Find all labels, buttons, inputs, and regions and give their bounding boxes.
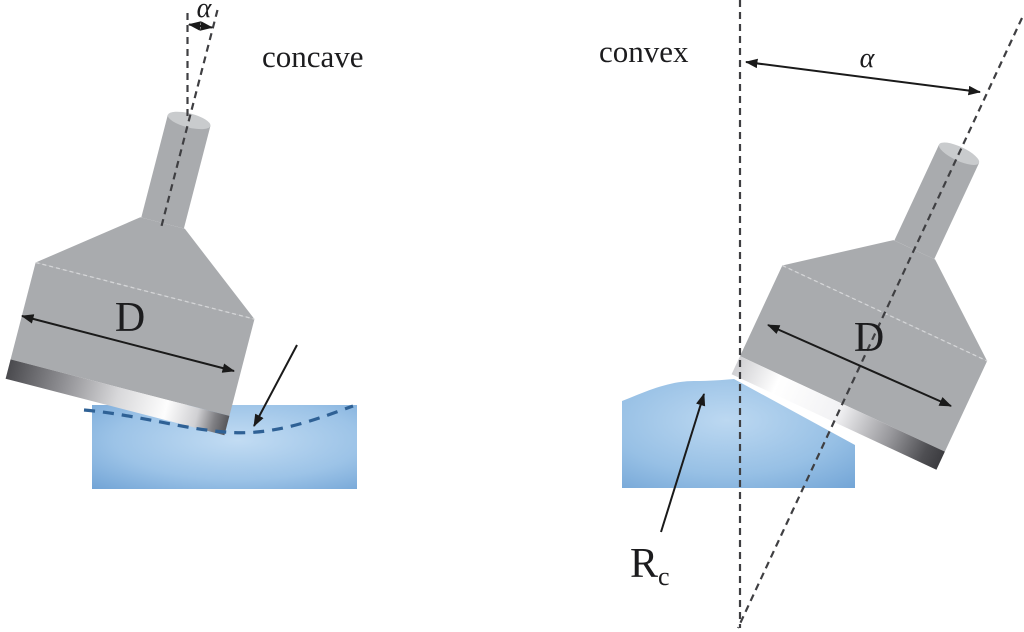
- left-alpha-angle-arrow: [188, 21, 213, 31]
- right-diameter-arrow: [767, 324, 952, 407]
- left-tool-shaft: [141, 114, 211, 229]
- left-tool-face-band: [5, 359, 230, 436]
- radius-of-curvature-label: Rc: [630, 541, 670, 591]
- left-diameter-arrow: [21, 314, 235, 373]
- right-workpiece-with-convex-bump: [622, 379, 855, 488]
- right-diameter-label: D: [854, 315, 884, 361]
- left-alpha-label: α: [197, 0, 213, 24]
- left-tool-shoulder-highlight: [35, 261, 255, 320]
- left-diameter-label: D: [115, 295, 145, 341]
- left-tool: [5, 111, 255, 436]
- right-diagram: convex α D Rc: [599, 0, 1023, 629]
- radius-label-subscript: c: [658, 562, 670, 591]
- left-figure-caption: concave: [262, 39, 364, 74]
- right-figure-caption: convex: [599, 34, 689, 69]
- right-alpha-angle-arrow: [745, 58, 981, 96]
- concave-profile-pointer-arrow: [253, 344, 298, 427]
- left-tool-horn-funnel: [35, 217, 255, 320]
- convex-bump-pointer-arrow: [660, 393, 706, 533]
- right-tool-axis-dashed-line: [737, 17, 1023, 629]
- radius-label-main: R: [630, 541, 658, 587]
- left-diagram: α concave D: [5, 0, 364, 489]
- right-tool-shaft: [894, 144, 980, 260]
- right-alpha-label: α: [860, 43, 876, 74]
- left-tool-axis-dashed-line: [159, 9, 219, 229]
- concave-profile-dashed-curve: [83, 404, 354, 435]
